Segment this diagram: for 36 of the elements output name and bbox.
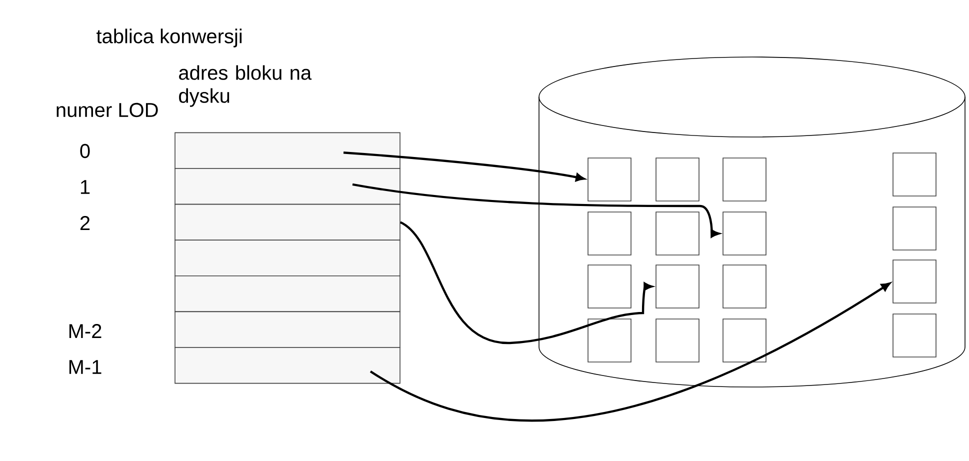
table-row bbox=[174, 347, 400, 384]
row-number: 2 bbox=[80, 216, 90, 230]
row-number: 0 bbox=[80, 144, 90, 158]
disk-block bbox=[588, 212, 632, 256]
disk-block bbox=[588, 264, 632, 308]
arrow bbox=[400, 221, 653, 344]
table-row bbox=[174, 132, 400, 169]
row-number: M-1 bbox=[69, 360, 102, 374]
disk-block bbox=[656, 158, 700, 202]
disk-block bbox=[722, 212, 766, 256]
arrow bbox=[370, 282, 890, 422]
row-number: 1 bbox=[80, 180, 90, 194]
disk-block bbox=[722, 318, 766, 362]
disk-block bbox=[656, 212, 700, 256]
disk-block bbox=[588, 318, 632, 362]
column-header: adres bloku na dysku bbox=[179, 65, 312, 107]
disk-block bbox=[588, 158, 632, 202]
table-row bbox=[174, 311, 400, 348]
disk-block bbox=[892, 206, 936, 250]
disk-block bbox=[722, 264, 766, 308]
arrow bbox=[343, 152, 585, 182]
table-title: tablica konwersji bbox=[96, 28, 242, 48]
disk-block bbox=[892, 314, 936, 358]
disk-block bbox=[722, 158, 766, 202]
table-row bbox=[174, 204, 400, 240]
arrow bbox=[352, 183, 720, 238]
disk-block bbox=[892, 260, 936, 304]
disk-block bbox=[656, 264, 700, 308]
row-number: M-2 bbox=[69, 324, 102, 338]
disk-cylinder bbox=[538, 56, 966, 388]
table-row bbox=[174, 276, 400, 312]
disk-block bbox=[892, 152, 936, 196]
table-row bbox=[174, 240, 400, 276]
table-row bbox=[174, 168, 400, 205]
disk-block bbox=[656, 318, 700, 362]
column-header: numer LOD bbox=[56, 102, 158, 118]
